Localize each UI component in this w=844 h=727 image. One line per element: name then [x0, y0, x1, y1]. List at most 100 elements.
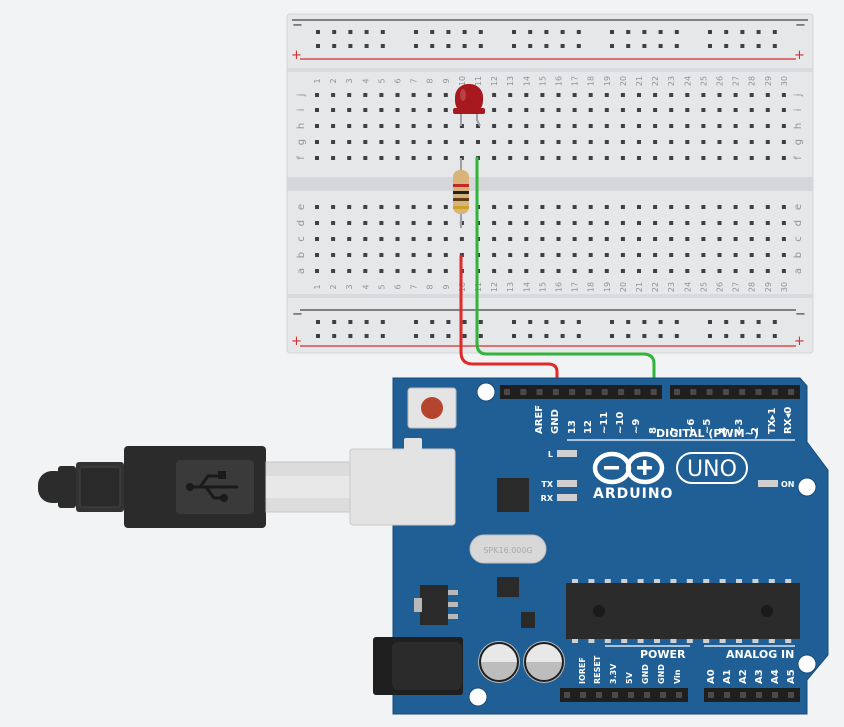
breadboard-hole[interactable]: [701, 205, 706, 209]
breadboard-hole[interactable]: [427, 140, 432, 144]
breadboard-hole[interactable]: [572, 221, 577, 225]
breadboard-hole[interactable]: [363, 108, 368, 112]
rail-hole[interactable]: [756, 320, 761, 324]
rail-hole[interactable]: [724, 44, 729, 48]
breadboard-hole[interactable]: [685, 140, 690, 144]
breadboard-hole[interactable]: [620, 140, 625, 144]
breadboard-hole[interactable]: [765, 237, 770, 241]
rail-hole[interactable]: [576, 30, 581, 34]
digital-header[interactable]: [500, 385, 800, 399]
breadboard-hole[interactable]: [347, 156, 352, 160]
breadboard-hole[interactable]: [427, 124, 432, 128]
breadboard-hole[interactable]: [701, 108, 706, 112]
breadboard-hole[interactable]: [717, 140, 722, 144]
rail-hole[interactable]: [674, 334, 679, 338]
breadboard-hole[interactable]: [363, 156, 368, 160]
rail-hole[interactable]: [756, 44, 761, 48]
breadboard-hole[interactable]: [637, 124, 641, 128]
breadboard-hole[interactable]: [653, 237, 658, 241]
rail-hole[interactable]: [708, 44, 712, 48]
breadboard-hole[interactable]: [717, 237, 722, 241]
breadboard-hole[interactable]: [685, 269, 690, 273]
rail-hole[interactable]: [380, 30, 385, 34]
rail-hole[interactable]: [772, 334, 777, 338]
breadboard-hole[interactable]: [443, 140, 448, 144]
breadboard-hole[interactable]: [749, 221, 754, 225]
header-pin[interactable]: [618, 389, 625, 395]
rail-hole[interactable]: [380, 44, 385, 48]
breadboard-hole[interactable]: [395, 221, 400, 225]
rail-hole[interactable]: [332, 320, 337, 324]
breadboard-hole[interactable]: [653, 124, 658, 128]
red-led[interactable]: [453, 84, 485, 127]
breadboard-hole[interactable]: [733, 221, 738, 225]
header-pin[interactable]: [585, 389, 592, 395]
breadboard-hole[interactable]: [765, 93, 770, 97]
breadboard-hole[interactable]: [524, 205, 529, 209]
breadboard-hole[interactable]: [411, 93, 416, 97]
breadboard-hole[interactable]: [685, 124, 690, 128]
rail-hole[interactable]: [462, 320, 467, 324]
analog-header[interactable]: [704, 688, 800, 702]
breadboard-hole[interactable]: [540, 156, 545, 160]
header-pin[interactable]: [596, 692, 602, 698]
header-pin[interactable]: [628, 692, 634, 698]
rail-hole[interactable]: [756, 334, 761, 338]
rail-hole[interactable]: [560, 44, 565, 48]
breadboard-hole[interactable]: [669, 237, 674, 241]
breadboard-hole[interactable]: [556, 156, 561, 160]
breadboard-hole[interactable]: [733, 156, 738, 160]
breadboard-hole[interactable]: [476, 140, 480, 144]
breadboard-hole[interactable]: [620, 205, 625, 209]
breadboard-hole[interactable]: [540, 205, 545, 209]
rail-hole[interactable]: [642, 30, 647, 34]
breadboard-hole[interactable]: [701, 221, 706, 225]
header-pin[interactable]: [536, 389, 543, 395]
breadboard-hole[interactable]: [556, 93, 561, 97]
breadboard-hole[interactable]: [331, 93, 336, 97]
header-pin[interactable]: [771, 389, 778, 395]
breadboard-hole[interactable]: [427, 253, 432, 257]
breadboard-hole[interactable]: [379, 269, 384, 273]
breadboard-hole[interactable]: [315, 108, 319, 112]
breadboard-hole[interactable]: [604, 108, 609, 112]
breadboard-hole[interactable]: [508, 253, 513, 257]
breadboard-hole[interactable]: [653, 108, 658, 112]
rail-hole[interactable]: [544, 320, 549, 324]
breadboard-hole[interactable]: [765, 205, 770, 209]
breadboard-hole[interactable]: [476, 124, 480, 128]
breadboard-hole[interactable]: [540, 140, 545, 144]
header-pin[interactable]: [634, 389, 641, 395]
breadboard-hole[interactable]: [427, 156, 432, 160]
breadboard-hole[interactable]: [443, 156, 448, 160]
breadboard-hole[interactable]: [604, 140, 609, 144]
breadboard-hole[interactable]: [733, 253, 738, 257]
rail-hole[interactable]: [658, 334, 663, 338]
breadboard-hole[interactable]: [363, 124, 368, 128]
rail-hole[interactable]: [430, 44, 435, 48]
breadboard-hole[interactable]: [588, 237, 593, 241]
breadboard-hole[interactable]: [781, 269, 786, 273]
breadboard-hole[interactable]: [556, 221, 561, 225]
breadboard-hole[interactable]: [315, 237, 319, 241]
rail-hole[interactable]: [544, 30, 549, 34]
breadboard-hole[interactable]: [540, 237, 545, 241]
rail-hole[interactable]: [478, 44, 483, 48]
rail-hole[interactable]: [430, 320, 435, 324]
breadboard-hole[interactable]: [749, 253, 754, 257]
rail-hole[interactable]: [576, 44, 581, 48]
breadboard-hole[interactable]: [427, 237, 432, 241]
breadboard-hole[interactable]: [588, 205, 593, 209]
breadboard-hole[interactable]: [685, 221, 690, 225]
rail-hole[interactable]: [316, 320, 320, 324]
breadboard-hole[interactable]: [395, 140, 400, 144]
breadboard-hole[interactable]: [508, 269, 513, 273]
breadboard-hole[interactable]: [379, 156, 384, 160]
rail-hole[interactable]: [364, 320, 369, 324]
breadboard-hole[interactable]: [427, 93, 432, 97]
header-pin[interactable]: [788, 692, 794, 698]
breadboard-hole[interactable]: [717, 108, 722, 112]
breadboard-hole[interactable]: [620, 124, 625, 128]
breadboard-hole[interactable]: [315, 93, 319, 97]
breadboard-hole[interactable]: [620, 253, 625, 257]
